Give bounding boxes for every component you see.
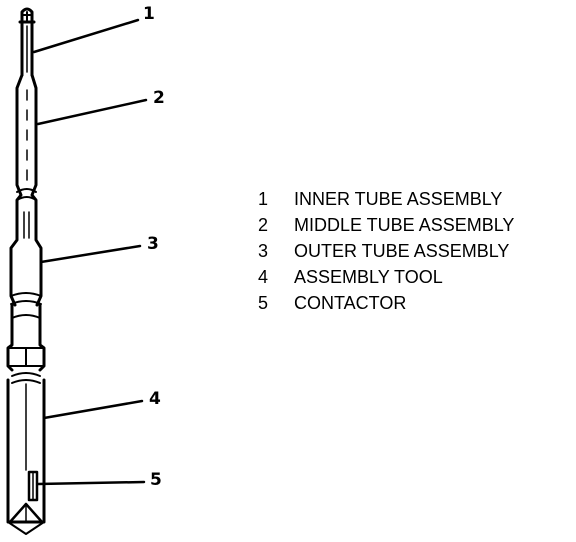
leader-line-1 xyxy=(32,18,140,54)
legend-label: OUTER TUBE ASSEMBLY xyxy=(294,241,510,261)
parts-legend: 1 INNER TUBE ASSEMBLY 2 MIDDLE TUBE ASSEMB… xyxy=(258,186,514,316)
callout-4: 4 xyxy=(149,389,161,409)
legend-label: INNER TUBE ASSEMBLY xyxy=(294,189,503,209)
assembly-tool xyxy=(6,378,46,524)
leader-line-3 xyxy=(39,244,142,264)
coupling-section xyxy=(6,303,46,384)
legend-label: ASSEMBLY TOOL xyxy=(294,267,443,287)
legend-label: CONTACTOR xyxy=(294,293,407,313)
legend-item: 5 CONTACTOR xyxy=(258,290,514,316)
leader-line-5 xyxy=(36,480,146,486)
legend-number: 4 xyxy=(258,267,269,287)
legend-item: 1 INNER TUBE ASSEMBLY xyxy=(258,186,514,212)
leader-lines xyxy=(32,18,148,486)
leader-line-2 xyxy=(36,98,148,126)
legend-item: 4 ASSEMBLY TOOL xyxy=(258,264,514,290)
legend-label: MIDDLE TUBE ASSEMBLY xyxy=(294,215,515,235)
antenna-tip xyxy=(18,7,36,24)
callout-3: 3 xyxy=(147,234,159,254)
legend-number: 3 xyxy=(258,241,269,261)
contactor xyxy=(7,470,45,535)
legend-item: 3 OUTER TUBE ASSEMBLY xyxy=(258,238,514,264)
outer-tube-assembly xyxy=(9,206,43,307)
inner-tube-assembly xyxy=(20,20,34,77)
legend-number: 1 xyxy=(258,189,269,209)
legend-item: 2 MIDDLE TUBE ASSEMBLY xyxy=(258,212,514,238)
callout-2: 2 xyxy=(153,88,165,108)
callout-5: 5 xyxy=(150,470,162,490)
legend-number: 5 xyxy=(258,293,269,313)
callout-1: 1 xyxy=(143,4,155,24)
leader-line-4 xyxy=(42,399,144,420)
middle-tube-assembly xyxy=(15,73,38,210)
legend-number: 2 xyxy=(258,215,269,235)
